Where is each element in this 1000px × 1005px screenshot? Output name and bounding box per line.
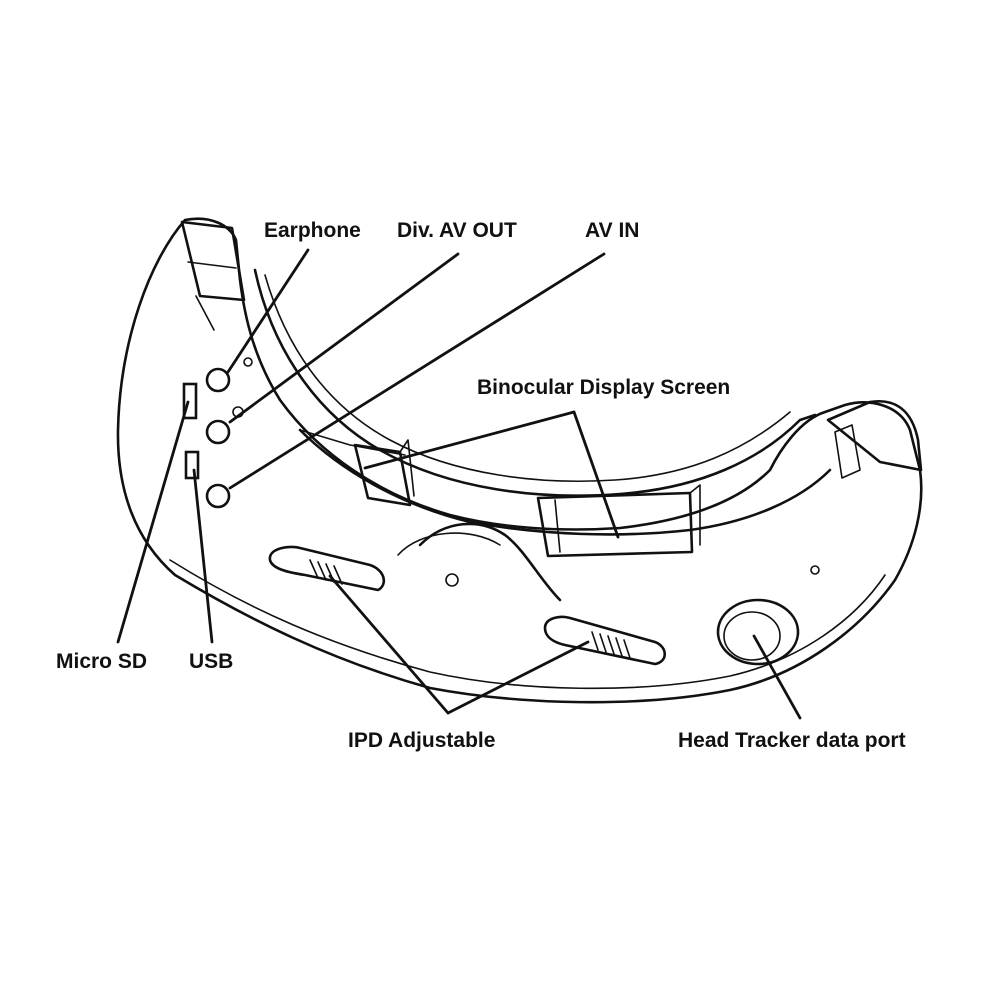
- av-out-jack: [205, 419, 231, 445]
- label-usb: USB: [189, 650, 233, 673]
- label-head-tracker-data-port: Head Tracker data port: [678, 729, 906, 752]
- label-earphone: Earphone: [264, 219, 361, 242]
- leader-earphone: [226, 248, 310, 374]
- earphone-jack: [205, 367, 231, 393]
- leader-av-in: [228, 252, 606, 490]
- label-ipd-adjustable: IPD Adjustable: [348, 729, 495, 752]
- label-binocular-display-screen: Binocular Display Screen: [477, 376, 730, 399]
- label-micro-sd: Micro SD: [56, 650, 147, 673]
- leader-head-tracker: [752, 634, 802, 720]
- usb-port: [184, 450, 200, 480]
- callout-labels: Earphone Div. AV OUT AV IN Binocular Dis…: [56, 219, 906, 752]
- goggles-body: [116, 217, 923, 704]
- label-av-in: AV IN: [585, 219, 639, 242]
- label-div-av-out: Div. AV OUT: [397, 219, 517, 242]
- leader-display-right: [572, 410, 620, 539]
- leader-ipd-left: [328, 574, 450, 715]
- leader-micro-sd: [116, 400, 190, 644]
- leader-lines: [116, 248, 802, 720]
- leader-display-left: [363, 410, 576, 470]
- leader-av-out: [228, 252, 460, 424]
- leader-ipd-right: [446, 640, 590, 715]
- leader-usb: [192, 468, 214, 644]
- av-in-jack: [205, 483, 231, 509]
